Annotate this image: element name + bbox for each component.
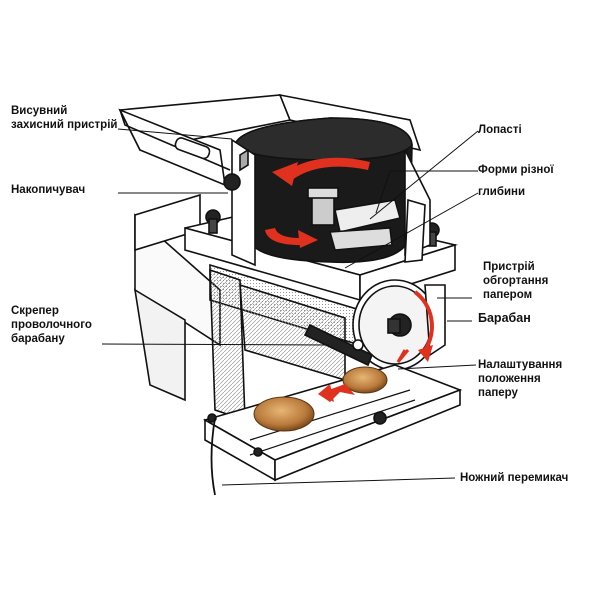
- label-scraper-line2: проволочного: [11, 319, 92, 331]
- label-hopper: Накопичувач: [11, 183, 85, 197]
- leader-lines: [101, 128, 479, 486]
- label-molds-line1: Форми різної: [478, 164, 554, 176]
- label-scraper: Скрепер проволочного барабану: [11, 304, 92, 346]
- label-paper-wrap-device: Пристрій обгортання папером: [483, 260, 548, 302]
- hopper: [118, 93, 431, 267]
- label-foot-switch-line1: Ножний перемикач: [460, 472, 569, 484]
- label-pull-out-guard-line1: Висувний: [11, 105, 68, 117]
- label-blades: Лопасті: [478, 123, 522, 137]
- label-hopper-line1: Накопичувач: [11, 184, 86, 196]
- label-molds: Форми різної глибини: [478, 163, 554, 199]
- rotation-arrows: [265, 157, 370, 248]
- label-paper-wrap-line3: папером: [483, 289, 533, 301]
- scraper-roller: [303, 323, 374, 367]
- label-paper-position: Налаштування положення паперу: [478, 358, 562, 400]
- label-paper-wrap-line1: Пристрій: [483, 261, 535, 273]
- label-paper-position-line2: положення: [478, 373, 541, 385]
- conveyor-arrow: [318, 384, 355, 402]
- drum: [352, 279, 446, 371]
- dough-pieces: [253, 366, 388, 432]
- label-paper-position-line3: паперу: [478, 387, 518, 399]
- label-scraper-line1: Скрепер: [11, 305, 59, 317]
- foot-switch-cable: [210, 417, 216, 496]
- label-paper-position-line1: Налаштування: [478, 359, 563, 371]
- label-drum-line1: Барабан: [478, 311, 531, 325]
- label-pull-out-guard: Висувний захисний пристрій: [11, 104, 117, 132]
- label-pull-out-guard-line2: захисний пристрій: [11, 119, 118, 131]
- label-foot-switch: Ножний перемикач: [460, 471, 568, 485]
- label-molds-line2: глибини: [478, 186, 526, 198]
- label-blades-line1: Лопасті: [478, 124, 522, 136]
- label-scraper-line3: барабану: [11, 333, 65, 345]
- conveyor: [202, 364, 463, 482]
- label-drum: Барабан: [478, 311, 531, 325]
- label-paper-wrap-line2: обгортання: [483, 275, 549, 287]
